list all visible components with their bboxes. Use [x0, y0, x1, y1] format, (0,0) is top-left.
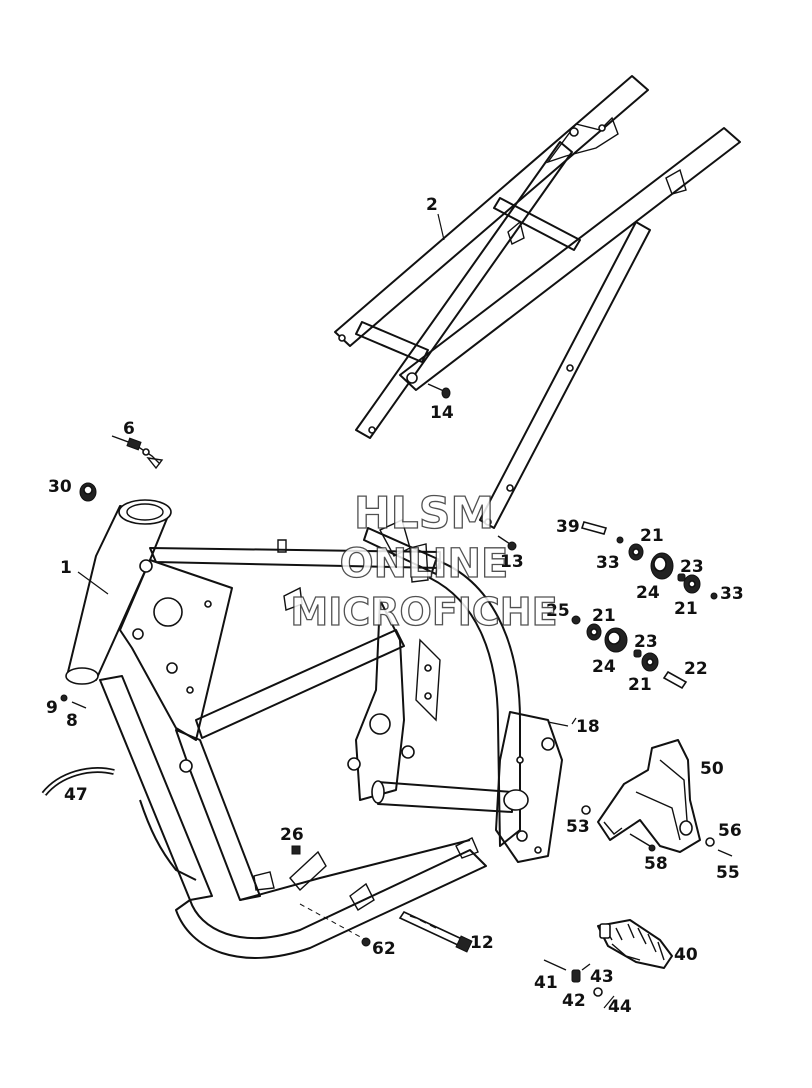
callout-58: 58 [644, 854, 668, 874]
watermark-line1: HLSM [354, 488, 494, 539]
pin-41[interactable] [543, 959, 567, 971]
bushing-21-lower-right[interactable] [641, 652, 659, 672]
callout-21b: 21 [674, 599, 698, 619]
sleeve-23-lower[interactable] [633, 649, 642, 658]
callout-26: 26 [280, 825, 304, 845]
callout-21d: 21 [628, 675, 652, 695]
callout-6: 6 [123, 419, 135, 439]
callout-21c: 21 [592, 606, 616, 626]
callout-43: 43 [590, 967, 614, 987]
callout-21a: 21 [640, 526, 664, 546]
callout-44: 44 [608, 997, 632, 1017]
callout-42: 42 [562, 991, 586, 1011]
footpeg-40[interactable] [597, 919, 673, 969]
watermark-line3: MICROFICHE [290, 590, 557, 634]
callout-9: 9 [46, 698, 58, 718]
callout-13: 13 [500, 552, 524, 572]
callout-41: 41 [534, 973, 558, 993]
nut-53[interactable] [581, 805, 591, 815]
callout-24b: 24 [592, 657, 616, 677]
clip-43[interactable] [581, 963, 591, 971]
heel-guard-50[interactable] [597, 739, 701, 853]
watermark-line2: ONLINE [340, 541, 509, 587]
main-frame[interactable] [65, 499, 563, 959]
callout-53: 53 [566, 817, 590, 837]
subframe[interactable] [334, 75, 741, 529]
washer-56[interactable] [705, 837, 715, 847]
bolt-12[interactable] [398, 910, 473, 953]
nut-26[interactable] [291, 845, 301, 855]
callout-56: 56 [718, 821, 742, 841]
callout-2: 2 [426, 195, 438, 215]
clip-6[interactable] [111, 435, 164, 470]
callout-23b: 23 [634, 632, 658, 652]
callout-50: 50 [700, 759, 724, 779]
rubber-mount-24-upper[interactable] [650, 552, 674, 580]
bolt-13[interactable] [497, 535, 517, 551]
callout-33a: 33 [596, 553, 620, 573]
callout-24a: 24 [636, 583, 660, 603]
nut-33-upper[interactable] [710, 592, 718, 600]
callout-8: 8 [66, 711, 78, 731]
washer-44[interactable] [593, 987, 603, 997]
callout-18: 18 [576, 717, 600, 737]
bolt-39[interactable] [580, 521, 608, 535]
bolt-14[interactable] [427, 383, 451, 399]
callout-25: 25 [546, 601, 570, 621]
bushing-21-upper-left[interactable] [628, 543, 644, 561]
callout-33b: 33 [720, 584, 744, 604]
callout-30: 30 [48, 477, 72, 497]
screw-58[interactable] [629, 833, 656, 852]
callout-12: 12 [470, 933, 494, 953]
spring-42[interactable] [571, 969, 581, 983]
callout-1: 1 [60, 558, 72, 578]
bushing-21-upper-right[interactable] [683, 574, 701, 594]
screw-62[interactable] [361, 937, 371, 947]
bushing-21-lower-left[interactable] [586, 623, 602, 641]
callout-40: 40 [674, 945, 698, 965]
washer-9[interactable] [60, 694, 68, 702]
bolt-22[interactable] [662, 670, 688, 690]
grommet-30[interactable] [79, 482, 97, 502]
callout-39: 39 [556, 517, 580, 537]
screw-55[interactable] [717, 849, 733, 857]
callout-23a: 23 [680, 557, 704, 577]
rubber-mount-24-lower[interactable] [604, 627, 628, 653]
callout-47: 47 [64, 785, 88, 805]
screw-8[interactable] [71, 701, 87, 709]
washer-33-upper[interactable] [616, 536, 624, 544]
watermark: HLSM ONLINE MICROFICHE [290, 487, 558, 634]
callout-14: 14 [430, 403, 454, 423]
callout-22: 22 [684, 659, 708, 679]
nut-25[interactable] [571, 615, 581, 625]
callout-55: 55 [716, 863, 740, 883]
hose-47[interactable] [41, 767, 115, 796]
callout-62: 62 [372, 939, 396, 959]
sleeve-23-upper[interactable] [677, 573, 686, 582]
